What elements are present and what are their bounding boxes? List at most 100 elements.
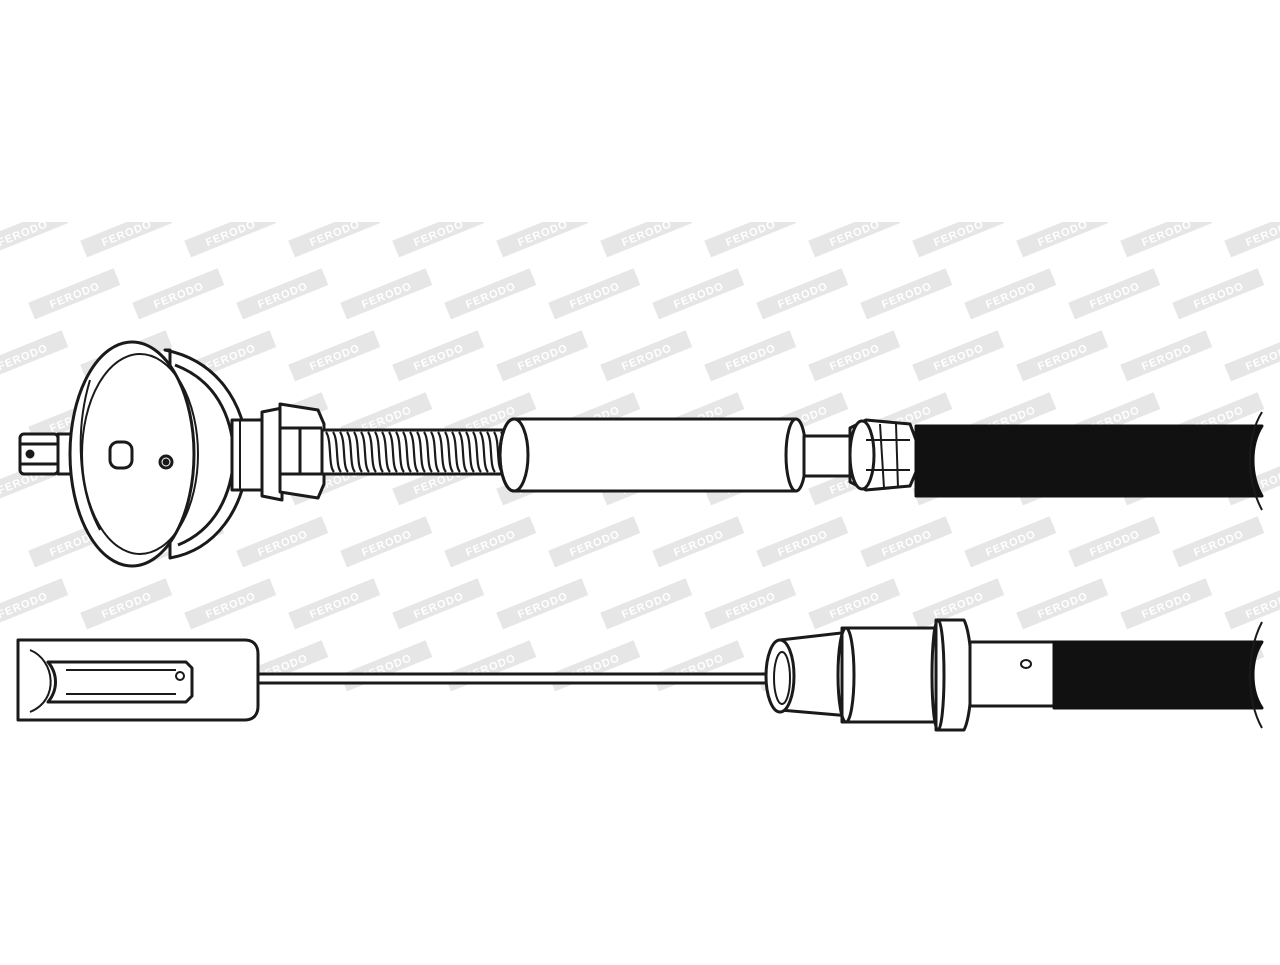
spring-coil — [395, 431, 405, 473]
watermark-bar — [1224, 222, 1280, 258]
inner-wire — [256, 672, 782, 685]
threaded-spring — [320, 428, 517, 476]
spring-coil — [409, 431, 419, 473]
watermark-bar — [392, 330, 485, 382]
watermark-bar — [0, 330, 69, 382]
watermark-bar — [756, 516, 849, 568]
watermark-bar — [548, 268, 641, 320]
watermark-bar — [0, 222, 69, 258]
watermark-bar — [80, 578, 173, 630]
watermark-bar — [652, 268, 745, 320]
watermark-bar — [1068, 516, 1161, 568]
flange-ring — [930, 618, 973, 732]
main-sleeve — [498, 417, 808, 493]
spring-coil — [486, 431, 496, 473]
watermark-bar — [964, 516, 1057, 568]
reduced-shaft — [802, 434, 854, 478]
spring-coil — [430, 431, 440, 473]
spring-coil — [444, 431, 454, 473]
adjusting-nut — [278, 402, 326, 500]
spring-coil — [472, 431, 482, 473]
watermark-bar — [860, 268, 953, 320]
spring-coil — [479, 431, 489, 473]
top-cable-assembly — [18, 340, 1264, 568]
spring-coil — [451, 431, 461, 473]
watermark-bar — [496, 222, 589, 258]
watermark-tile: FERODO — [444, 516, 537, 568]
watermark-bar — [704, 222, 797, 258]
watermark-bar — [392, 222, 485, 258]
middle-barrel — [836, 626, 942, 724]
watermark-bar — [600, 330, 693, 382]
watermark-bar — [1016, 330, 1109, 382]
watermark-bar — [496, 330, 589, 382]
spring-coil — [332, 431, 342, 473]
watermark-bar — [704, 578, 797, 630]
watermark-bar — [392, 578, 485, 630]
watermark-bar — [1172, 268, 1265, 320]
watermark-bar — [548, 516, 641, 568]
watermark-bar — [184, 222, 277, 258]
spring-coil — [339, 431, 349, 473]
watermark-bar — [0, 578, 69, 630]
watermark-bar — [1120, 222, 1213, 258]
end-stub — [968, 640, 1062, 708]
watermark-bar — [288, 578, 381, 630]
watermark-bar — [1120, 330, 1213, 382]
watermark-bar — [756, 268, 849, 320]
damper-disc — [68, 340, 250, 568]
watermark-bar — [1224, 578, 1280, 630]
watermark-bar — [600, 578, 693, 630]
watermark-bar — [1172, 516, 1265, 568]
spring-coil — [353, 431, 363, 473]
spring-coil — [437, 431, 447, 473]
spring-coil — [465, 431, 475, 473]
watermark-bar — [912, 222, 1005, 258]
bracket-collar — [230, 406, 284, 502]
watermark-bar — [912, 330, 1005, 382]
watermark-bar — [80, 222, 173, 258]
spring-coil — [381, 431, 391, 473]
watermark-bar — [236, 268, 329, 320]
watermark-bar — [1016, 222, 1109, 258]
watermark-bar — [444, 268, 537, 320]
watermark-bar — [496, 578, 589, 630]
end-ferrule — [848, 418, 918, 492]
watermark-bar — [1120, 578, 1213, 630]
spring-coil — [458, 431, 468, 473]
watermark-bar — [184, 578, 277, 630]
watermark-bar — [340, 268, 433, 320]
spring-coil — [416, 431, 426, 473]
watermark-bar — [132, 268, 225, 320]
spring-coil — [325, 431, 335, 473]
spring-coil — [360, 431, 370, 473]
watermark-bar — [912, 578, 1005, 630]
watermark-bar — [652, 516, 745, 568]
watermark-bar — [1224, 330, 1280, 382]
spring-coil — [388, 431, 398, 473]
watermark-bar — [340, 516, 433, 568]
watermark-bar — [444, 516, 537, 568]
spring-coil — [402, 431, 412, 473]
watermark-bar — [236, 516, 329, 568]
watermark-bar — [860, 516, 953, 568]
spring-coil — [423, 431, 433, 473]
watermark-bar — [964, 268, 1057, 320]
watermark-bar — [808, 578, 901, 630]
spring-coil — [346, 431, 356, 473]
watermark-bar — [600, 222, 693, 258]
watermark-bar — [288, 222, 381, 258]
watermark-bar — [288, 330, 381, 382]
tapered-sleeve — [764, 630, 852, 718]
watermark-bar — [1068, 268, 1161, 320]
watermark-bar — [1016, 578, 1109, 630]
spring-coil — [367, 431, 377, 473]
slotted-end-fitting — [16, 638, 260, 722]
watermark-bar — [704, 330, 797, 382]
bottom-cable-assembly — [16, 618, 1264, 732]
outer-cable-top — [914, 411, 1264, 511]
watermark-bar — [808, 330, 901, 382]
spring-coil — [374, 431, 384, 473]
